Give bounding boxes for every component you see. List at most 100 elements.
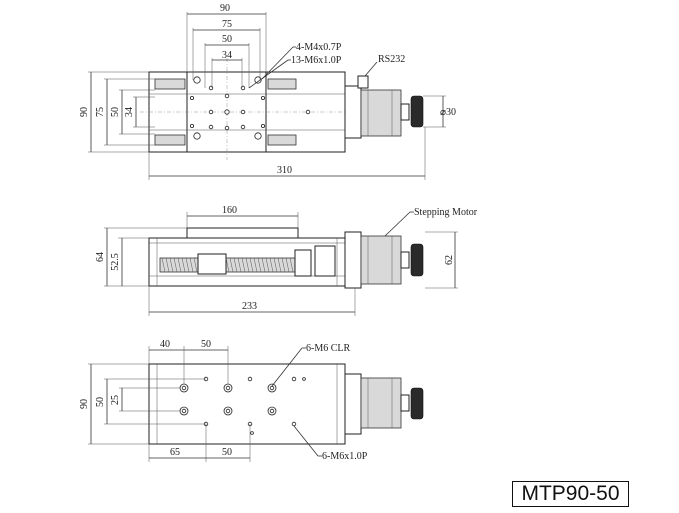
dim-side-64: 64 [95,252,106,262]
hole [193,76,201,84]
hole [193,132,201,140]
thread-line [233,257,238,273]
hole [189,124,194,129]
motor-flange [344,85,362,139]
thread-line [265,257,270,273]
thread-line [277,257,282,273]
label-4-m4: 4-M4x0.7P [296,42,342,53]
thread-line [253,257,258,273]
hole [260,124,265,129]
tapped-hole [291,376,297,382]
dim-bottom-90: 90 [79,399,90,409]
thread-line [269,257,274,273]
top-view: RS232 90 75 50 34 4-M4x0.7P 13-M6x1.0P 9… [79,3,456,180]
thread-line [245,257,250,273]
hole [260,96,265,101]
dim-side-233: 233 [242,301,257,312]
hole [240,85,246,91]
dim-bottom-25: 25 [110,395,121,405]
thread-line [249,257,254,273]
dim-left-90: 90 [79,107,90,117]
thread-line [169,257,174,273]
motor-coupler [400,103,410,121]
dim-top-50: 50 [222,34,232,45]
screw-nut [197,253,227,275]
dim-top-34: 34 [222,50,232,61]
hole [240,109,246,115]
dim-bottom-50b: 50 [222,447,232,458]
side-motor-coupler [400,251,410,269]
side-knob [410,243,424,277]
dim-bottom-40: 40 [160,339,170,350]
dim-left-34: 34 [124,107,135,117]
bearing-block [294,249,312,277]
dim-top-90: 90 [220,3,230,14]
thread-line [181,257,186,273]
top-slot [154,134,186,146]
thread-line [257,257,262,273]
thread-line [161,257,166,273]
side-carriage [186,227,299,239]
dim-bottom-50a: 50 [201,339,211,350]
bottom-motor-flange [344,373,362,435]
label-6-m6-clr: 6-M6 CLR [306,343,351,354]
thread-line [185,257,190,273]
dim-side-62: 62 [444,255,455,265]
bottom-base [148,363,346,445]
thread-line [177,257,182,273]
dim-side-160: 160 [222,205,237,216]
hole [224,93,230,99]
side-motor-flange [344,231,362,289]
top-slot [267,78,297,90]
tapped-hole [291,421,297,427]
thread-line [285,257,290,273]
thread-line [229,257,234,273]
dim-left-75: 75 [95,107,106,117]
tapped-hole [247,376,253,382]
thread-line [241,257,246,273]
hole [189,96,194,101]
dim-length-310: 310 [277,165,292,176]
rs232-connector [357,75,369,89]
bottom-motor-body [360,377,402,429]
dim-left-50: 50 [110,107,121,117]
knob [410,95,424,128]
thread-line [289,257,294,273]
dim-side-52.5: 52.5 [110,253,121,271]
hole [305,109,311,115]
label-6-m6x1.0p: 6-M6x1.0P [322,451,368,462]
hole [254,76,262,84]
side-view: Stepping Motor 160 64 52.5 233 62 [95,205,478,316]
hole [254,132,262,140]
top-slot [267,134,297,146]
coupling [314,245,336,277]
label-stepping-motor: Stepping Motor [414,207,478,218]
dim-bottom-50: 50 [95,397,106,407]
motor-body [360,89,402,137]
bottom-knob [410,387,424,420]
side-motor-body [360,235,402,285]
hole [240,124,246,130]
hole [208,124,214,130]
hole [208,109,214,115]
bottom-motor-coupler [400,394,410,412]
thread-line [165,257,170,273]
dim-bottom-65: 65 [170,447,180,458]
thread-line [173,257,178,273]
thread-line [281,257,286,273]
dim-knob-30: ⌀30 [440,107,456,118]
rs232-label: RS232 [378,54,405,65]
dim-top-75: 75 [222,19,232,30]
thread-line [189,257,194,273]
thread-line [261,257,266,273]
thread-line [237,257,242,273]
thread-line [193,257,198,273]
hole [224,125,230,131]
label-13-m6: 13-M6x1.0P [291,55,342,66]
hole [208,85,214,91]
hole [224,109,230,115]
top-slot [154,78,186,90]
thread-line [273,257,278,273]
bottom-view: 6-M6 CLR 6-M6x1.0P 40 50 90 50 25 65 50 [79,339,424,462]
